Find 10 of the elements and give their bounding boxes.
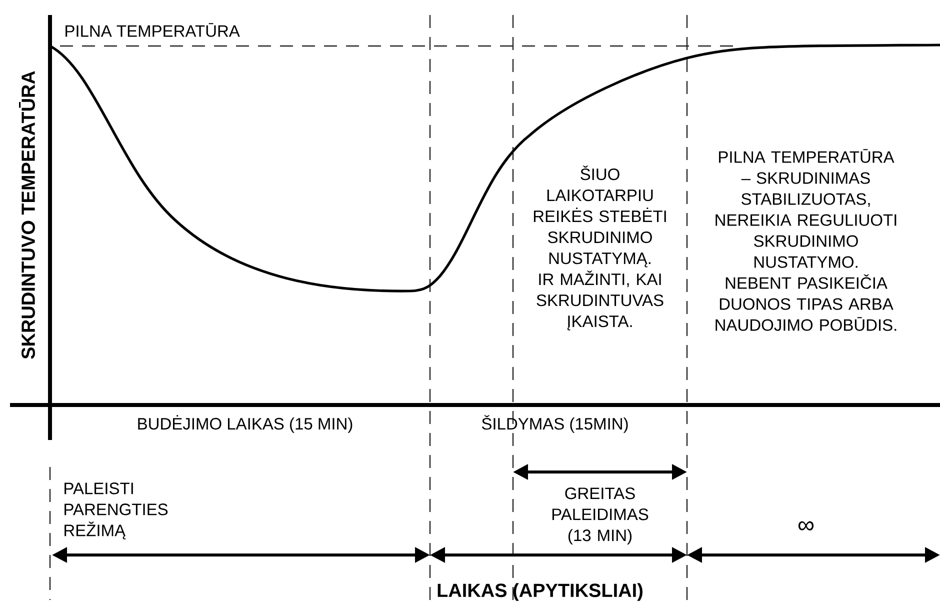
phase-label: BUDĖJIMO LAIKAS (15 MIN) xyxy=(138,415,352,433)
duration-label: ∞ xyxy=(798,521,814,530)
axis-title: LAIKAS (APYTIKSLIAI) xyxy=(438,583,642,601)
phase-label: PALEISTI PARENGTIES REŽIMĄ xyxy=(64,482,168,540)
phase-label: ŠILDYMAS (15MIN) xyxy=(482,415,628,433)
reference-label: PILNA TEMPERATŪRA xyxy=(66,23,240,37)
annotation-text: ŠIUO LAIKOTARPIU REIKĖS STEBĖTI SKRUDINIMO NUSTATYMĄ. IR MAŽINTI, KAI SKRUDINTUVAS ĮKAISTA. xyxy=(534,166,666,330)
duration-label: GREITAS PALEIDIMAS (13 MIN) xyxy=(552,488,648,544)
annotation-text: PILNA TEMPERATŪRA – SKRUDINIMAS STABILIZUOTAS, NEREIKIA REGULIUOTI SKRUDINIMO NUSTATYMO. NEBENT PASIKEIČIA DUONOS TIPAS ARBA NAUDOJIMO POBŪDIS. xyxy=(716,149,896,331)
axis-title: SKRUDINTUVO TEMPERATŪRA xyxy=(19,71,35,359)
